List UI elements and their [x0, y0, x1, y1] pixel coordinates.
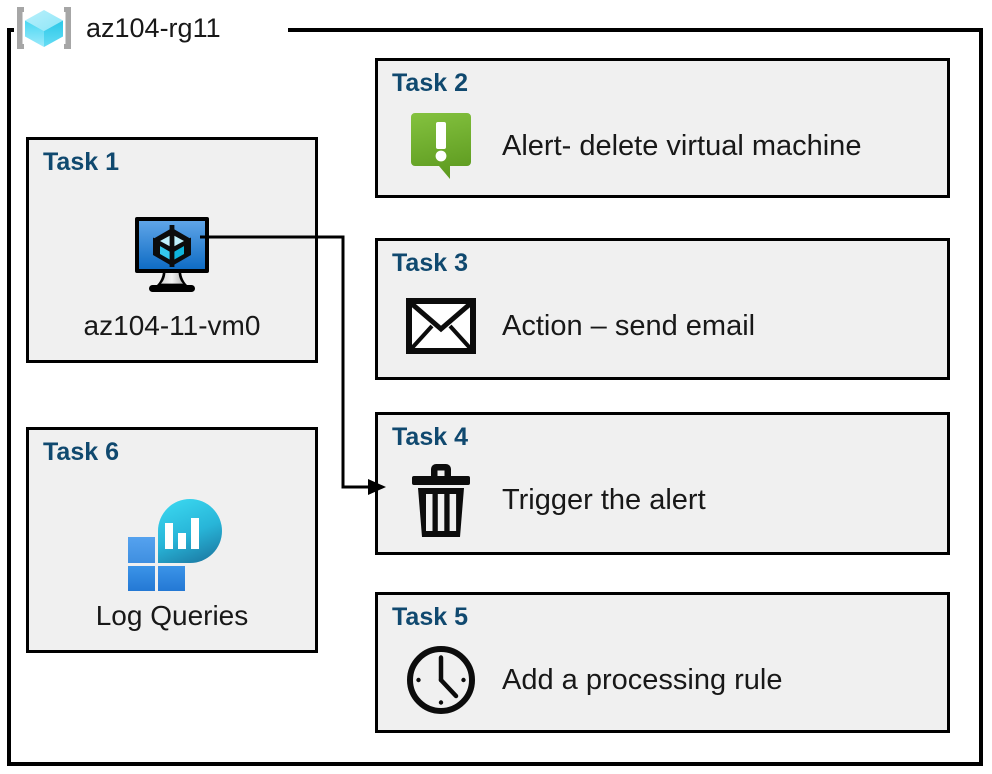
- task-card-5[interactable]: Task 5 Add a processing rule: [375, 592, 950, 733]
- task-card-3[interactable]: Task 3 Action – send email: [375, 238, 950, 380]
- task-card-6[interactable]: Task 6: [26, 427, 318, 653]
- task-card-2-icon-slot: [404, 110, 478, 182]
- envelope-icon: [406, 298, 476, 354]
- log-analytics-icon: [128, 499, 222, 591]
- task-card-6-label: Log Queries: [95, 600, 249, 631]
- task-card-4-label: Trigger the alert: [502, 483, 706, 516]
- task-card-5-label: Add a processing rule: [502, 663, 783, 696]
- task-card-5-icon-slot: [404, 643, 478, 717]
- resource-group-label: az104-rg11: [86, 12, 221, 43]
- alert-callout-icon: [411, 113, 471, 179]
- virtual-machine-icon: [135, 217, 209, 292]
- task-card-3-row: Action – send email: [404, 289, 755, 363]
- task-card-4-row: Trigger the alert: [404, 463, 706, 537]
- task-card-4-icon-slot: [404, 460, 478, 540]
- task-card-1-icon-slot: [29, 202, 315, 306]
- trash-can-icon: [412, 464, 470, 537]
- task-card-5-title: Task 5: [392, 603, 468, 631]
- task-card-6-title: Task 6: [43, 438, 119, 466]
- task-card-2-label: Alert- delete virtual machine: [502, 129, 862, 162]
- task-card-2-title: Task 2: [392, 69, 468, 97]
- task-card-4[interactable]: Task 4 Trigger the alert: [375, 412, 950, 555]
- task-card-4-title: Task 4: [392, 423, 468, 451]
- task-card-6-icon-slot: [29, 492, 315, 596]
- task-card-1[interactable]: Task 1: [26, 137, 318, 363]
- task-card-3-title: Task 3: [392, 249, 468, 277]
- task-card-2[interactable]: Task 2 Alert- delete virtual machine: [375, 58, 950, 198]
- resource-group-header: az104-rg11: [8, 2, 221, 54]
- task-card-1-label: az104-11-vm0: [83, 310, 261, 341]
- task-card-2-row: Alert- delete virtual machine: [404, 109, 861, 183]
- azure-resource-group-icon: [17, 7, 71, 49]
- task-card-5-row: Add a processing rule: [404, 643, 783, 717]
- task-card-3-label: Action – send email: [502, 309, 756, 342]
- resource-group-label-notch: [14, 20, 288, 38]
- clock-icon: [407, 646, 475, 714]
- task-card-1-title: Task 1: [43, 148, 119, 176]
- task-card-3-icon-slot: [404, 298, 478, 354]
